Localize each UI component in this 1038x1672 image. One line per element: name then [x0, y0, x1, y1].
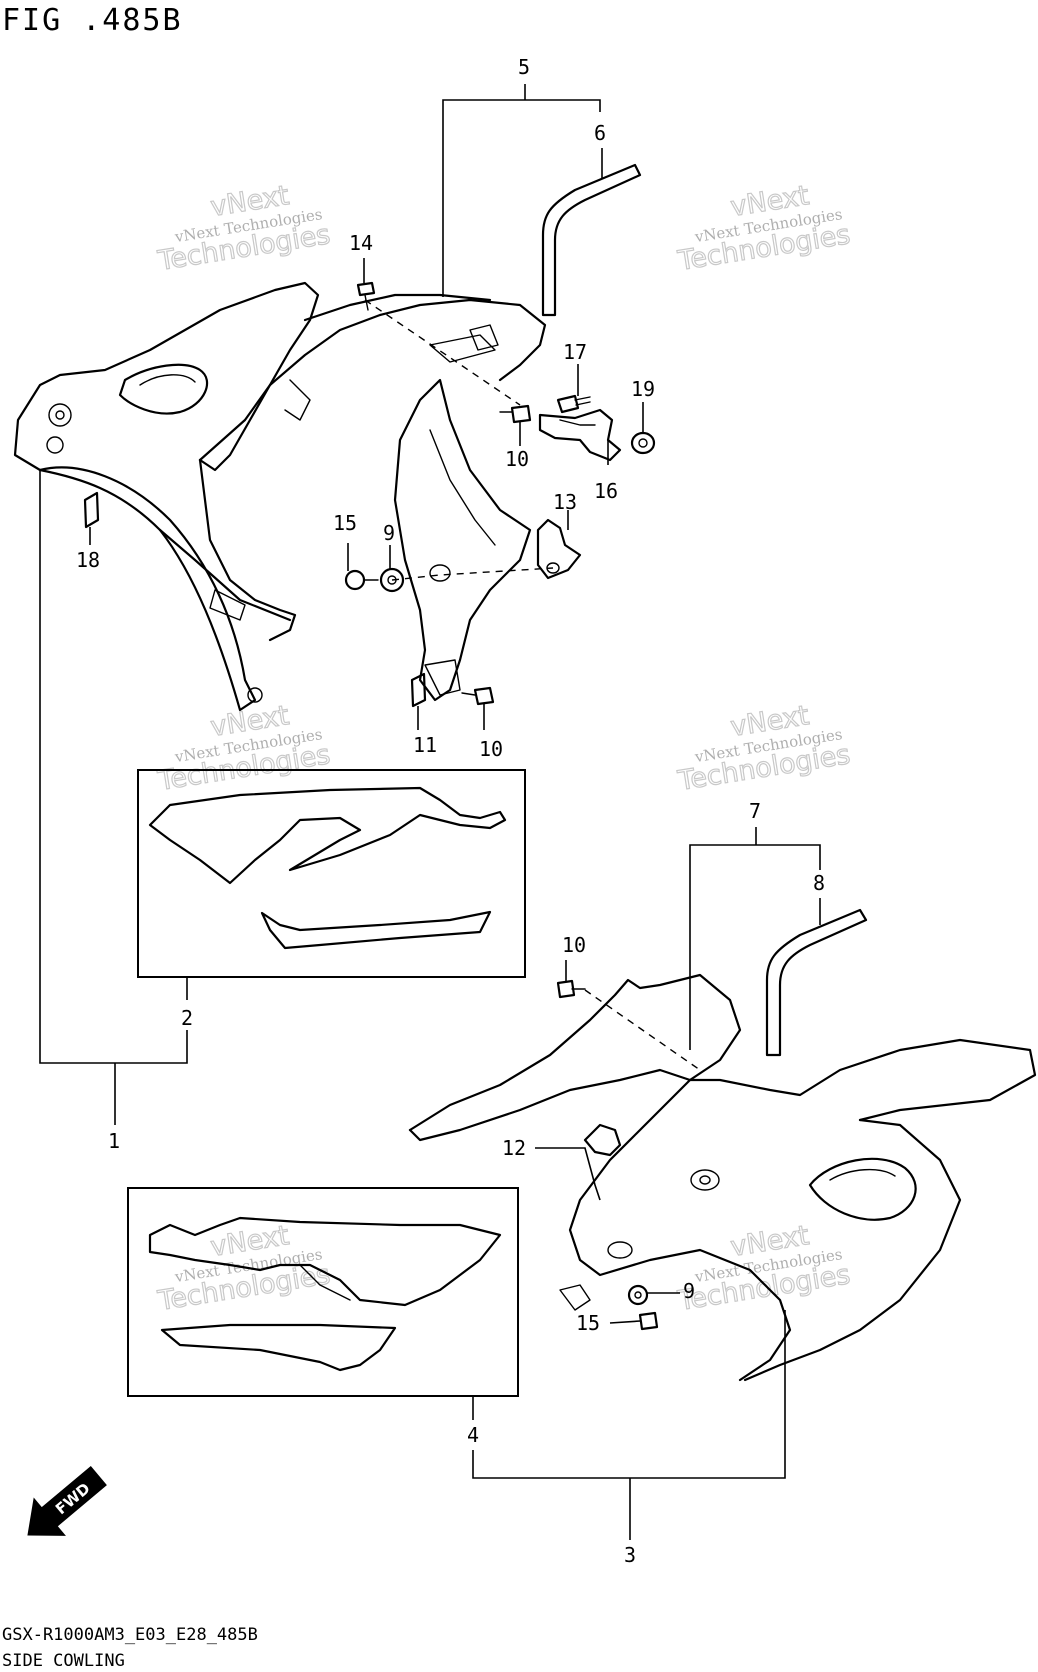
callout-10-lower: 10 — [479, 737, 503, 761]
callout-5: 5 — [518, 55, 530, 79]
decal-set-4-frame — [127, 1187, 519, 1397]
side-cowling-left-drawing — [13, 281, 320, 712]
figure-title: FIG .485B — [2, 3, 183, 38]
screw-14-drawing — [356, 281, 376, 311]
label-18-drawing — [83, 491, 100, 529]
decal-set-2-drawing — [148, 786, 507, 950]
callout-labels: 5 6 14 17 19 10 16 13 15 9 18 11 10 7 8 … — [76, 55, 825, 1567]
callout-7: 7 — [749, 799, 761, 823]
callout-15-lower: 15 — [576, 1311, 600, 1335]
callout-15-upper: 15 — [333, 511, 357, 535]
callout-2: 2 — [181, 1006, 193, 1030]
leader-lines — [39, 84, 821, 1540]
grommet-19-drawing — [630, 431, 656, 455]
callout-10-right: 10 — [562, 933, 586, 957]
callout-1: 1 — [108, 1129, 120, 1153]
callout-16: 16 — [594, 479, 618, 503]
screw-10-upper-drawing — [499, 404, 532, 424]
bolt-17-drawing — [556, 394, 591, 414]
callout-6: 6 — [594, 121, 606, 145]
footer-name: SIDE COWLING — [2, 1651, 125, 1671]
callout-9-lower: 9 — [683, 1279, 695, 1303]
callout-12: 12 — [502, 1136, 526, 1160]
trim-strip-upper-drawing — [541, 163, 642, 317]
fwd-arrow-icon: FWD — [27, 1465, 107, 1536]
callout-17: 17 — [563, 340, 587, 364]
callout-9-upper: 9 — [383, 521, 395, 545]
bracket-12-drawing — [583, 1123, 622, 1157]
bolt-15-upper-drawing — [344, 569, 379, 591]
callout-4: 4 — [467, 1423, 479, 1447]
callout-14: 14 — [349, 231, 373, 255]
screw-10-right-drawing — [556, 979, 586, 999]
decal-set-4-drawing — [148, 1216, 502, 1372]
collar-9-lower-drawing — [627, 1284, 649, 1306]
footer-code: GSX-R1000AM3_E03_E28_485B — [2, 1625, 258, 1645]
inner-panel-upper-drawing — [198, 293, 547, 462]
label-11-drawing — [410, 672, 427, 708]
side-cowling-right-drawing — [408, 973, 1037, 1382]
inner-panel-lower-drawing — [393, 378, 532, 702]
callout-13: 13 — [553, 490, 577, 514]
callout-8: 8 — [813, 871, 825, 895]
callout-10-upper: 10 — [505, 447, 529, 471]
callout-19: 19 — [631, 377, 655, 401]
callout-3: 3 — [624, 1543, 636, 1567]
callout-11: 11 — [413, 733, 437, 757]
screw-10-lower-drawing — [461, 686, 495, 706]
trim-strip-lower-drawing — [765, 908, 868, 1057]
bolt-15-lower-drawing — [638, 1311, 659, 1331]
bracket-16-drawing — [538, 408, 622, 462]
callout-18: 18 — [76, 548, 100, 572]
decal-set-2-frame — [137, 769, 526, 978]
